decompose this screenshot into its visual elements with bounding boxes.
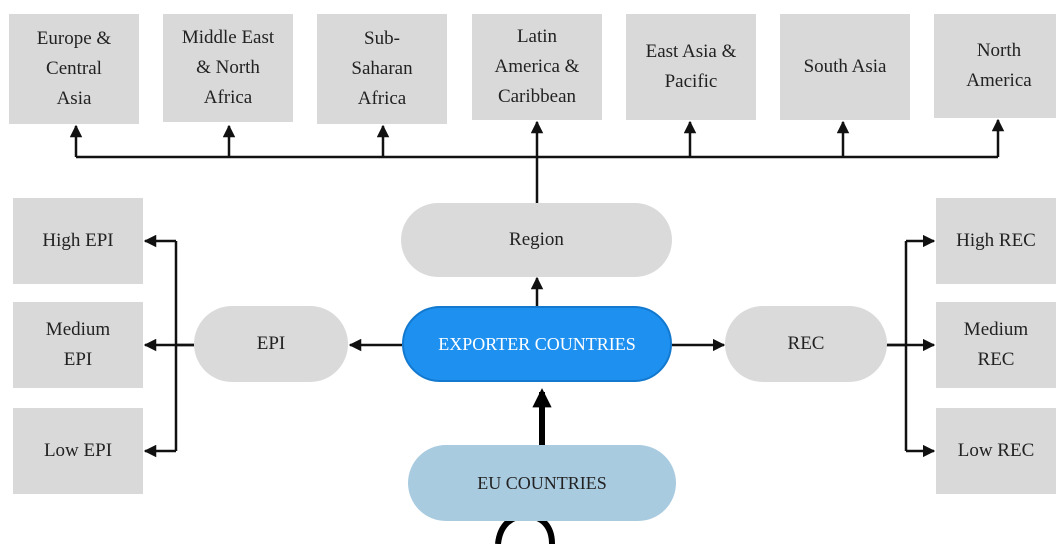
high-rec-box: High REC	[936, 198, 1056, 284]
region-node: Region	[401, 203, 672, 277]
region-box-east-asia-pacific: East Asia & Pacific	[626, 14, 756, 120]
region-box-south-asia: South Asia	[780, 14, 910, 120]
low-rec-box: Low REC	[936, 408, 1056, 494]
low-epi-box: Low EPI	[13, 408, 143, 494]
region-box-middle-east-north-africa: Middle East & North Africa	[163, 14, 293, 122]
region-box-sub-saharan-africa: Sub- Saharan Africa	[317, 14, 447, 124]
exporter-countries-node: EXPORTER COUNTRIES	[402, 306, 672, 382]
region-box-north-america: North America	[934, 14, 1056, 118]
epi-node: EPI	[194, 306, 348, 382]
medium-epi-box: Medium EPI	[13, 302, 143, 388]
region-box-latin-america-caribbean: Latin America & Caribbean	[472, 14, 602, 120]
eu-countries-node: EU COUNTRIES	[408, 445, 676, 521]
medium-rec-box: Medium REC	[936, 302, 1056, 388]
high-epi-box: High EPI	[13, 198, 143, 284]
region-box-europe-central-asia: Europe & Central Asia	[9, 14, 139, 124]
rec-node: REC	[725, 306, 887, 382]
